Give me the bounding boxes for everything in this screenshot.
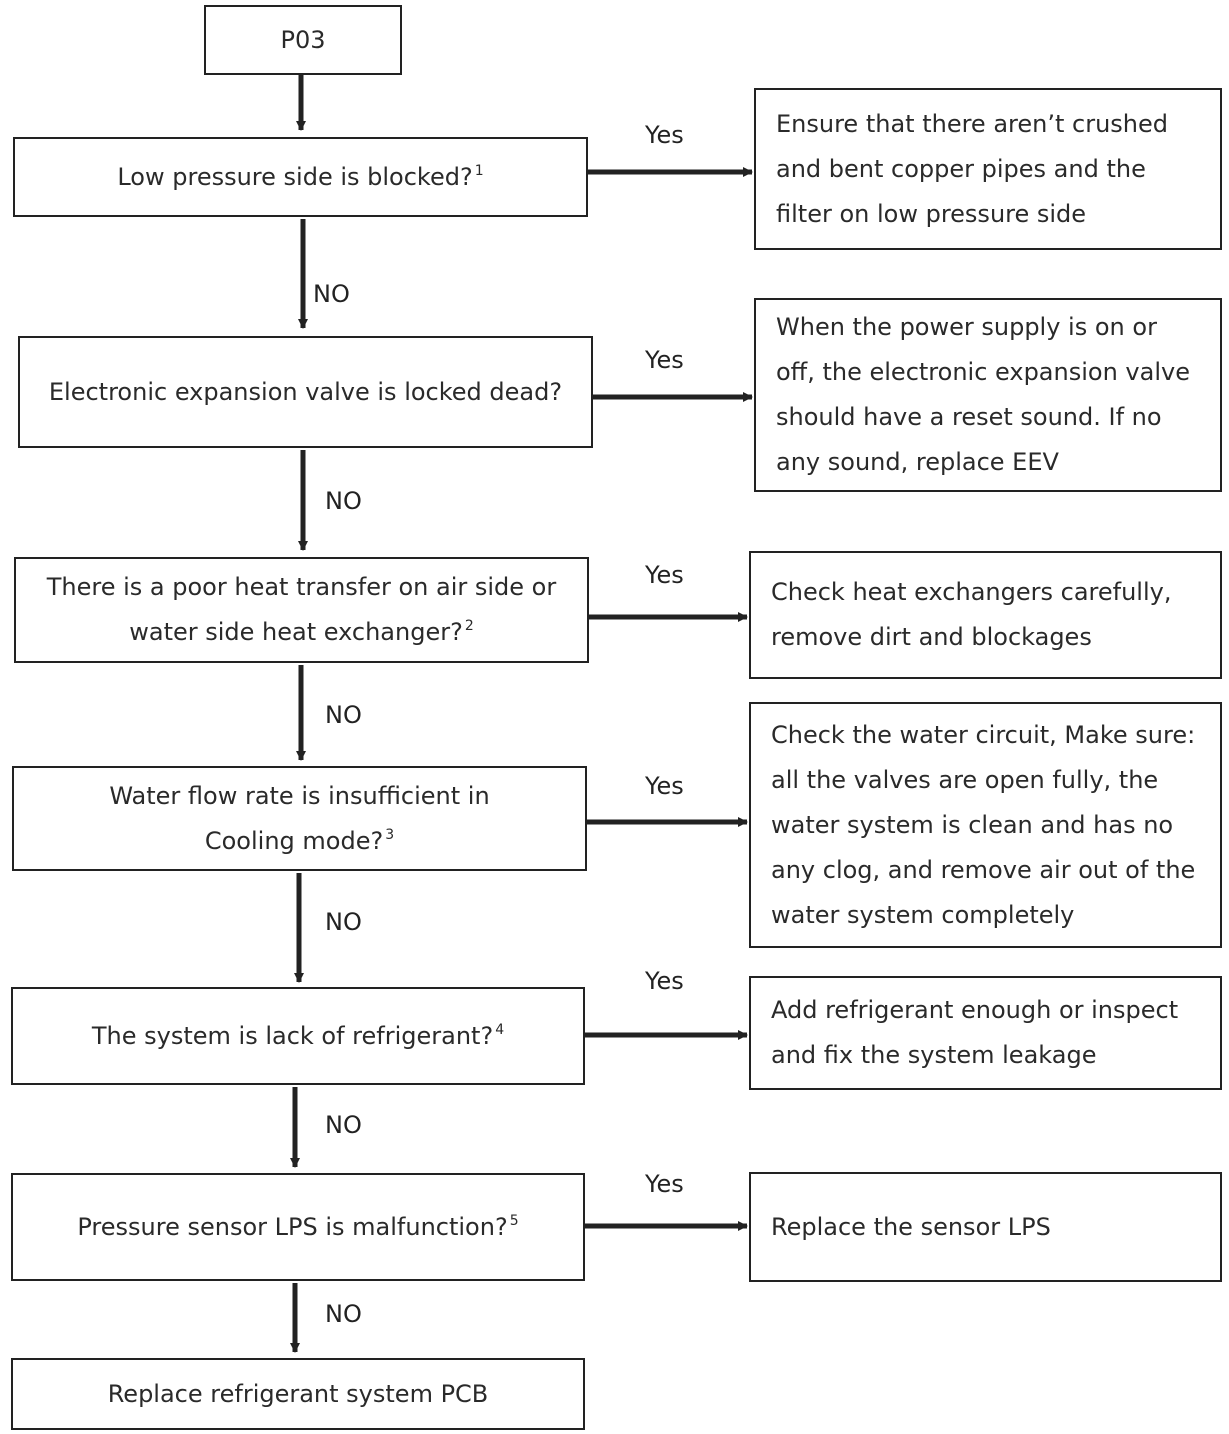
question-text: Electronic expansion valve is locked dea… bbox=[48, 377, 563, 406]
question-line: Water flow rate is insufficient in bbox=[109, 781, 490, 810]
decision-step-5-text: The system is lack of refrigerant?4 bbox=[92, 1014, 504, 1059]
action-step-2: When the power supply is on or off, the … bbox=[754, 298, 1222, 492]
action-step-4: Check the water circuit, Make sure: all … bbox=[749, 702, 1222, 948]
decision-step-4-text: Water flow rate is insufficient in Cooli… bbox=[109, 774, 489, 864]
action-line: Add refrigerant enough or inspect bbox=[771, 996, 1179, 1024]
action-line: and bent copper pipes and the bbox=[776, 154, 1146, 183]
question-line: There is a poor heat transfer on air sid… bbox=[46, 573, 557, 601]
question-line: water side heat exchanger?2 bbox=[47, 610, 556, 655]
action-step-3-text: Check heat exchangers carefully, remove … bbox=[771, 570, 1171, 660]
action-step-5-text: Add refrigerant enough or inspect and fi… bbox=[771, 988, 1178, 1078]
action-line: any clog, and remove air out of the bbox=[771, 855, 1196, 884]
action-step-1-text: Ensure that there aren’t crushed and ben… bbox=[776, 102, 1168, 237]
end-node: Replace refrigerant system PCB bbox=[11, 1358, 585, 1430]
action-line: off, the electronic expansion valve bbox=[776, 358, 1190, 386]
decision-step-6: Pressure sensor LPS is malfunction?5 bbox=[11, 1173, 585, 1281]
decision-step-1-text: Low pressure side is blocked?1 bbox=[117, 155, 483, 200]
no-label-2: NO bbox=[325, 487, 362, 515]
question-line-text: Cooling mode? bbox=[204, 826, 384, 855]
action-line: Ensure that there aren’t crushed bbox=[776, 109, 1168, 138]
footnote-marker: 1 bbox=[474, 162, 484, 179]
start-label: P03 bbox=[280, 25, 326, 54]
question-text: The system is lack of refrigerant? bbox=[91, 1021, 494, 1050]
action-line: any sound, replace EEV bbox=[776, 448, 1059, 476]
footnote-marker: 2 bbox=[464, 618, 474, 634]
decision-step-2: Electronic expansion valve is locked dea… bbox=[18, 336, 593, 448]
action-line: all the valves are open fully, the bbox=[771, 765, 1159, 794]
footnote-marker: 5 bbox=[509, 1212, 519, 1229]
action-step-6: Replace the sensor LPS bbox=[749, 1172, 1222, 1282]
start-node: P03 bbox=[204, 5, 402, 75]
yes-label-1: Yes bbox=[645, 121, 684, 149]
no-label-1: NO bbox=[313, 280, 350, 308]
question-text: Low pressure side is blocked? bbox=[117, 162, 473, 191]
end-label: Replace refrigerant system PCB bbox=[107, 1379, 489, 1408]
no-label-5: NO bbox=[325, 1111, 362, 1139]
yes-label-2: Yes bbox=[645, 346, 684, 374]
action-line: filter on low pressure side bbox=[776, 199, 1087, 228]
question-line: Cooling mode?3 bbox=[109, 819, 489, 864]
no-label-6: NO bbox=[325, 1300, 362, 1328]
action-line: water system is clean and has no bbox=[771, 810, 1174, 839]
decision-step-4: Water flow rate is insufficient in Cooli… bbox=[12, 766, 587, 871]
no-label-3: NO bbox=[325, 701, 362, 729]
decision-step-5: The system is lack of refrigerant?4 bbox=[11, 987, 585, 1085]
action-line: should have a reset sound. If no bbox=[776, 403, 1162, 431]
action-step-6-text: Replace the sensor LPS bbox=[771, 1205, 1051, 1250]
action-line: water system completely bbox=[771, 900, 1075, 929]
yes-label-5: Yes bbox=[645, 967, 684, 995]
action-step-4-text: Check the water circuit, Make sure: all … bbox=[771, 713, 1195, 938]
yes-label-3: Yes bbox=[645, 561, 684, 589]
decision-step-6-text: Pressure sensor LPS is malfunction?5 bbox=[77, 1205, 518, 1250]
action-step-3: Check heat exchangers carefully, remove … bbox=[749, 551, 1222, 679]
action-line: When the power supply is on or bbox=[776, 313, 1157, 341]
yes-label-6: Yes bbox=[645, 1170, 684, 1198]
decision-step-1: Low pressure side is blocked?1 bbox=[13, 137, 588, 217]
footnote-marker: 4 bbox=[495, 1021, 505, 1038]
decision-step-3: There is a poor heat transfer on air sid… bbox=[14, 557, 589, 663]
action-step-2-text: When the power supply is on or off, the … bbox=[776, 305, 1190, 485]
action-line: and fix the system leakage bbox=[771, 1041, 1097, 1069]
action-line: remove dirt and blockages bbox=[771, 623, 1092, 651]
question-line-text: water side heat exchanger? bbox=[129, 618, 463, 646]
action-line: Replace the sensor LPS bbox=[771, 1212, 1051, 1241]
yes-label-4: Yes bbox=[645, 772, 684, 800]
no-label-4: NO bbox=[325, 908, 362, 936]
action-line: Check heat exchangers carefully, bbox=[771, 578, 1172, 606]
action-step-1: Ensure that there aren’t crushed and ben… bbox=[754, 88, 1222, 250]
action-line: Check the water circuit, Make sure: bbox=[771, 720, 1196, 749]
footnote-marker: 3 bbox=[385, 826, 395, 843]
decision-step-3-text: There is a poor heat transfer on air sid… bbox=[47, 565, 556, 655]
question-text: Pressure sensor LPS is malfunction? bbox=[77, 1212, 508, 1241]
action-step-5: Add refrigerant enough or inspect and fi… bbox=[749, 976, 1222, 1090]
